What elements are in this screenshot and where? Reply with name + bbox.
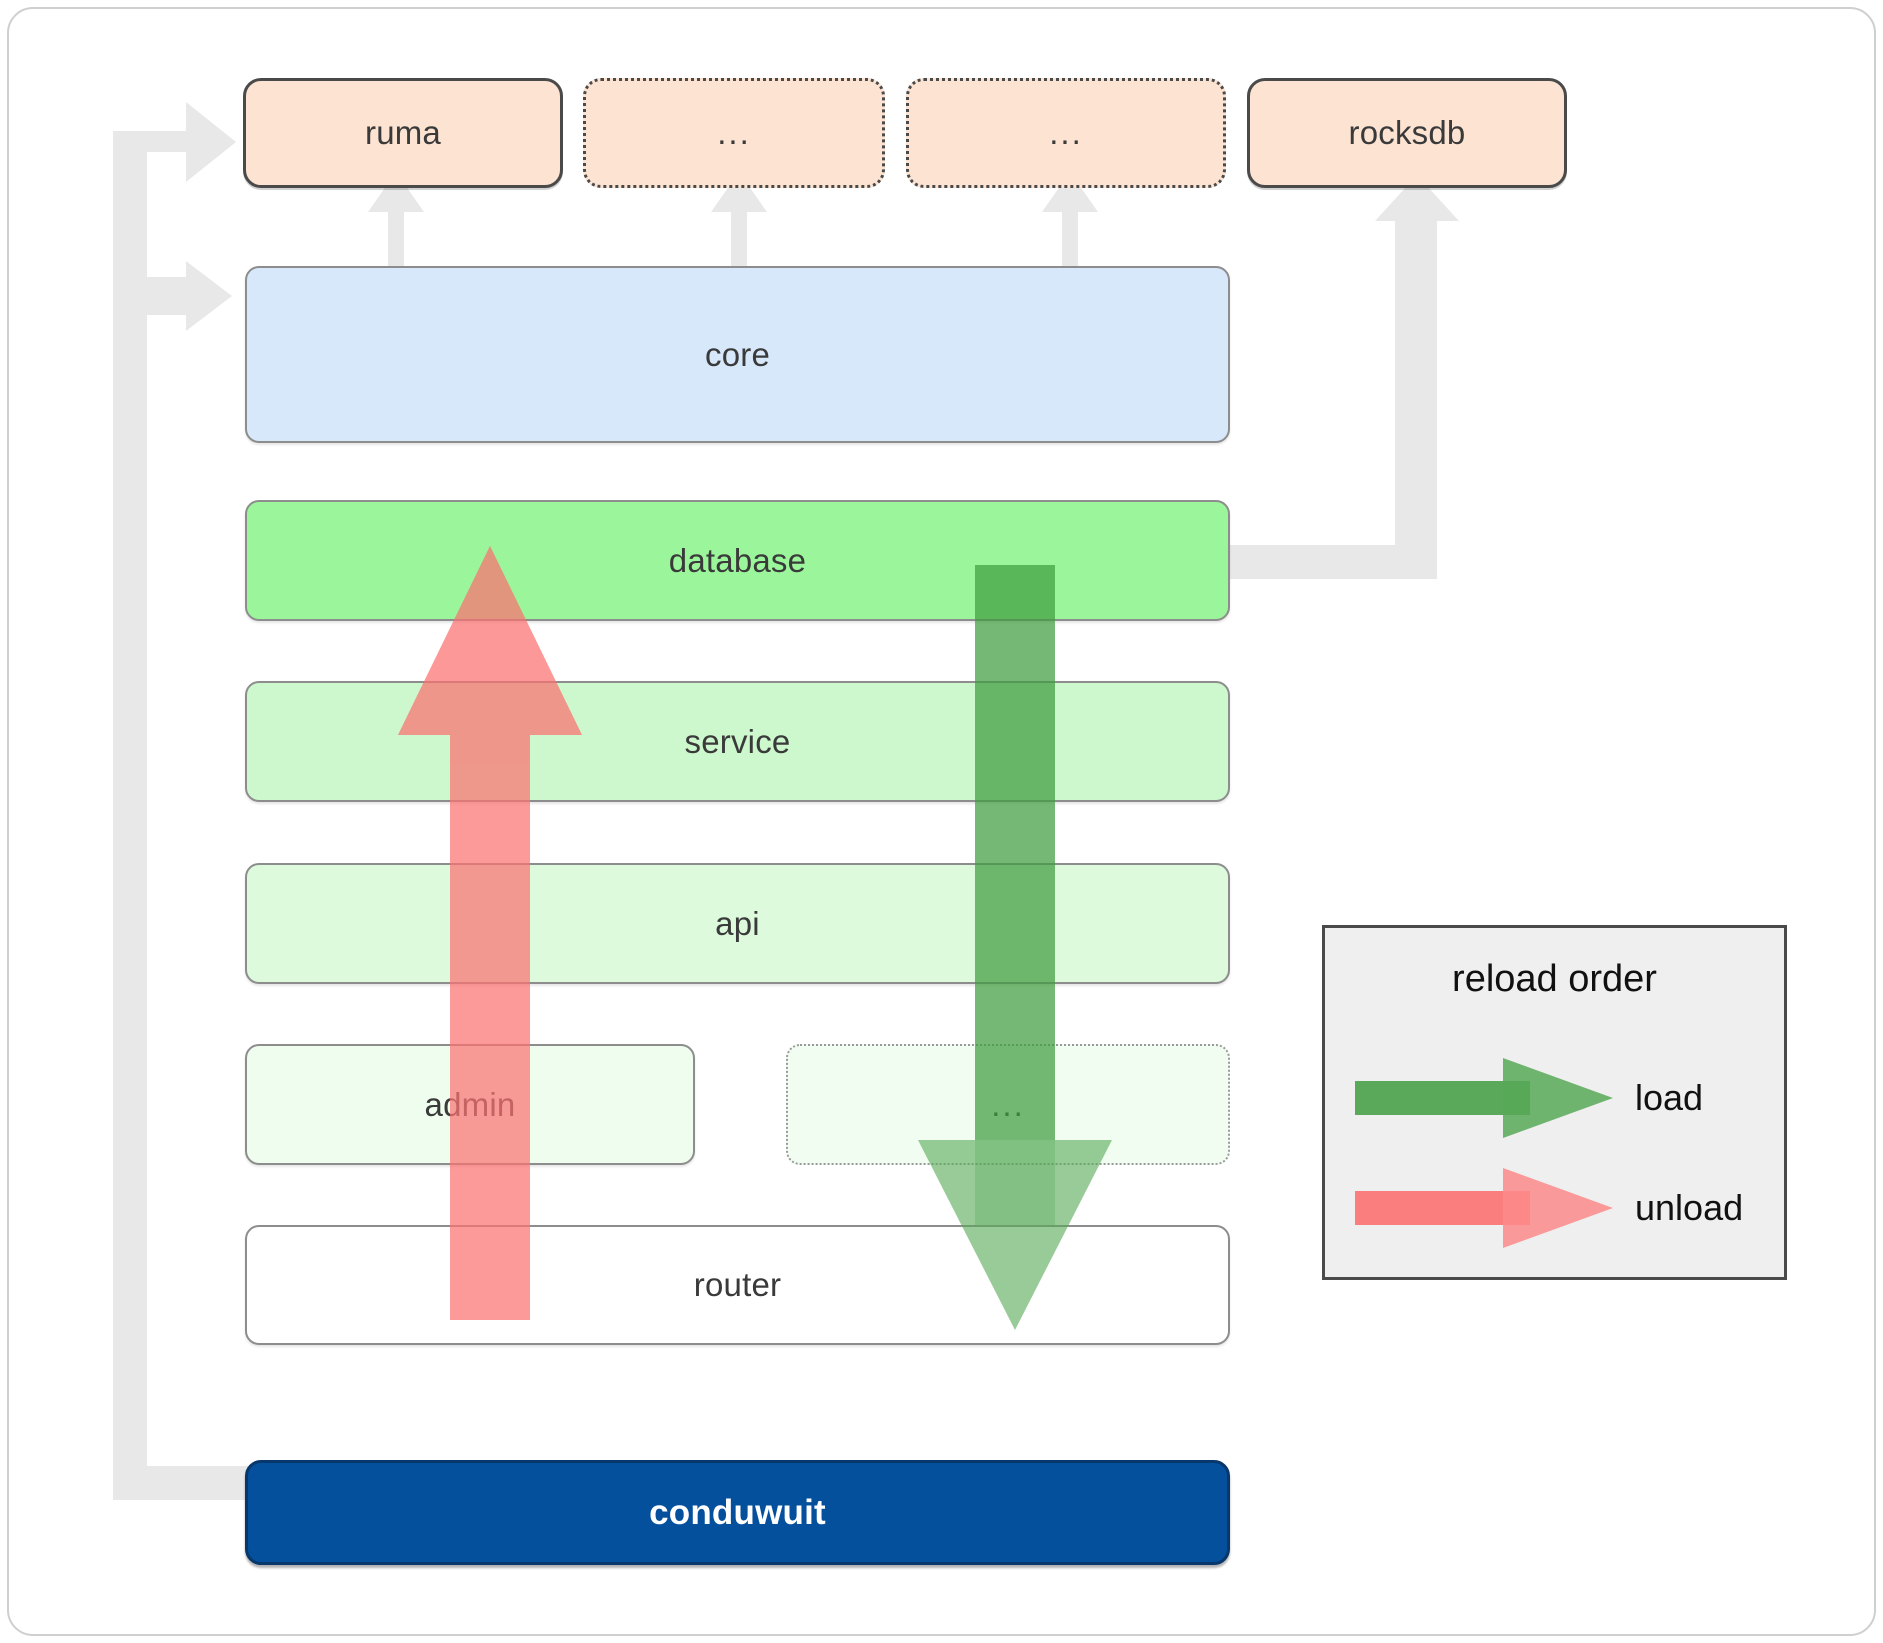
dependency-ruma[interactable]: ruma	[243, 78, 563, 188]
root-conduwuit[interactable]: conduwuit	[245, 1460, 1230, 1565]
legend-item-load: load	[1325, 1053, 1784, 1143]
legend-item-unload: unload	[1325, 1163, 1784, 1253]
dependency-label: rocksdb	[1348, 114, 1466, 151]
layer-label: admin	[424, 1085, 516, 1123]
root-label: conduwuit	[649, 1492, 826, 1532]
dependency-rocksdb[interactable]: rocksdb	[1247, 78, 1567, 188]
legend-panel: reload order load unload	[1322, 925, 1787, 1280]
diagram-frame	[7, 7, 1876, 1636]
layer-database[interactable]: database	[245, 500, 1230, 621]
dependency-label: ruma	[365, 114, 441, 151]
dependency-placeholder-2[interactable]: ...	[906, 78, 1226, 188]
layer-api[interactable]: api	[245, 863, 1230, 984]
layer-label: service	[684, 722, 791, 760]
legend-label-load: load	[1635, 1077, 1704, 1118]
unload-arrow-icon	[1355, 1168, 1613, 1248]
layer-label: ...	[991, 1085, 1025, 1123]
layer-admin[interactable]: admin	[245, 1044, 695, 1165]
layer-service[interactable]: service	[245, 681, 1230, 802]
layer-label: core	[705, 335, 770, 373]
dependency-placeholder-1[interactable]: ...	[583, 78, 885, 188]
legend-label-unload: unload	[1635, 1187, 1744, 1228]
legend-title: reload order	[1452, 958, 1657, 1000]
load-arrow-icon	[1355, 1058, 1613, 1138]
layer-label: database	[668, 541, 807, 579]
dependency-label: ...	[717, 114, 751, 151]
layer-label: api	[715, 904, 760, 942]
layer-router[interactable]: router	[245, 1225, 1230, 1345]
layer-core[interactable]: core	[245, 266, 1230, 443]
layer-placeholder[interactable]: ...	[786, 1044, 1230, 1165]
layer-label: router	[693, 1266, 782, 1303]
dependency-label: ...	[1049, 114, 1083, 151]
